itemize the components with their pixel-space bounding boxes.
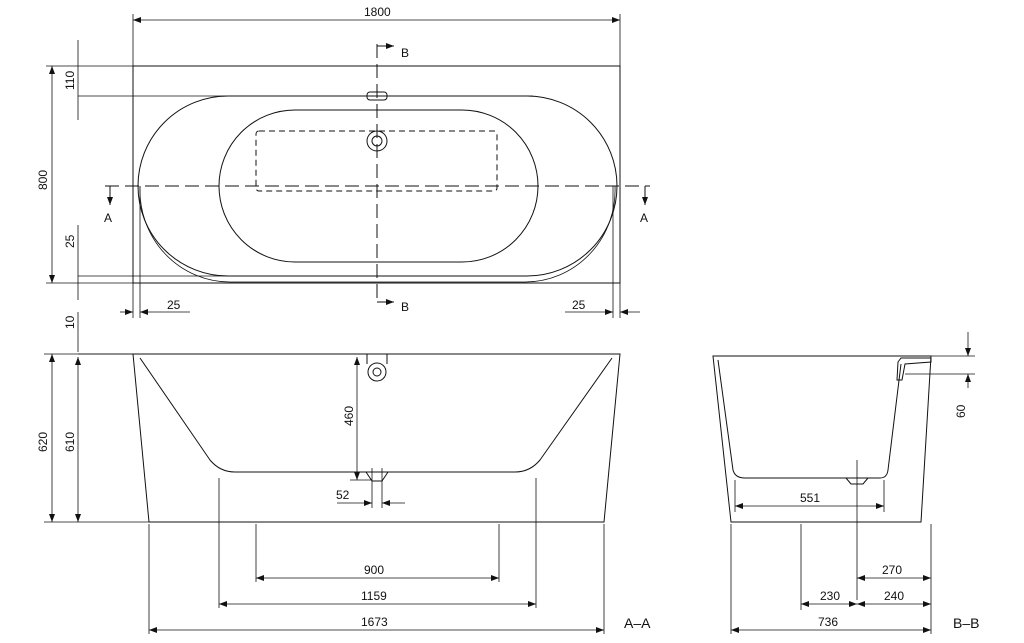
view-aa-label: A–A: [624, 615, 651, 631]
dim-800: 800: [36, 170, 50, 190]
dim-610: 610: [63, 432, 77, 452]
section-b-top-label: B: [401, 46, 409, 60]
section-a-left-label: A: [104, 211, 112, 225]
dim-900: 900: [364, 563, 384, 577]
dim-25-vertical: 25: [63, 234, 77, 248]
view-bb-label: B–B: [953, 615, 979, 631]
dim-1159: 1159: [361, 589, 387, 603]
dim-240: 240: [884, 589, 904, 603]
dim-25-left: 25: [167, 298, 181, 312]
dim-230: 230: [820, 589, 840, 603]
section-a-right-label: A: [640, 211, 648, 225]
dim-110: 110: [63, 71, 77, 90]
dim-1800: 1800: [364, 5, 391, 19]
top-view: B B A A 1800 800 110 25 10 25: [36, 5, 650, 352]
dim-10: 10: [63, 315, 77, 329]
dim-460: 460: [342, 406, 356, 426]
dim-52: 52: [336, 488, 350, 502]
dim-551: 551: [800, 491, 820, 505]
section-aa-view: 620 610 460 52 900 1159 1673 A–A: [36, 353, 651, 634]
dim-1673: 1673: [361, 615, 388, 629]
dim-270: 270: [882, 563, 902, 577]
dim-25-right: 25: [572, 298, 586, 312]
section-bb-view: 60 551 270 230 240 736 B–B: [712, 332, 979, 634]
section-b-bottom-label: B: [401, 300, 409, 314]
dim-60: 60: [954, 404, 968, 418]
dim-736: 736: [818, 615, 838, 629]
dim-620: 620: [36, 432, 50, 452]
